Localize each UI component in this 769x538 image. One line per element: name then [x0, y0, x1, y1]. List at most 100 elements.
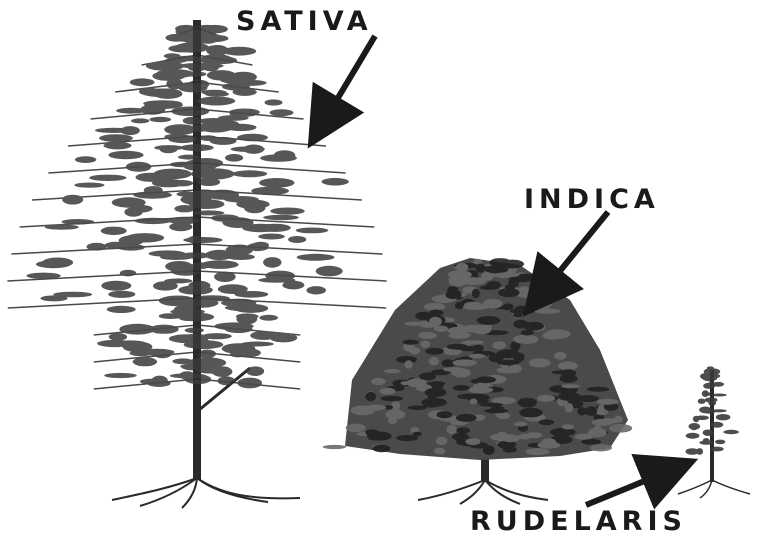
rudelaris-leaf [715, 440, 725, 445]
indica-leaf [481, 272, 494, 281]
indica-leaf [502, 303, 513, 310]
sativa-leaf [225, 124, 256, 131]
sativa-leaf [185, 328, 204, 334]
indica-leaf [561, 384, 580, 388]
indica-label: INDICA [524, 186, 660, 213]
sativa-leaf [181, 252, 210, 258]
indica-leaf [436, 437, 447, 445]
rudelaris-leaf [716, 414, 731, 420]
indica-leaf [481, 266, 501, 270]
sativa-leaf [152, 71, 185, 81]
indica-leaf [424, 303, 445, 311]
sativa-leaf [212, 366, 233, 377]
indica-leaf [492, 341, 506, 349]
indica-leaf [480, 285, 499, 290]
sativa-leaf [149, 250, 186, 256]
sativa-leaf [180, 144, 213, 151]
rudelaris-leaf [710, 374, 720, 378]
indica-tree-icon [323, 258, 633, 504]
indica-leaf [375, 405, 386, 409]
indica-leaf [429, 357, 439, 366]
sativa-leaf [233, 88, 257, 96]
indica-leaf [472, 325, 491, 334]
indica-leaf [323, 445, 347, 449]
indica-leaf [351, 405, 375, 415]
sativa-leaf [288, 236, 306, 243]
sativa-leaf [101, 281, 131, 291]
sativa-tree-icon [7, 20, 386, 508]
sativa-leaf [154, 145, 183, 150]
sativa-leaf [193, 210, 225, 215]
indica-leaf [456, 414, 477, 422]
sativa-leaf [108, 291, 135, 298]
sativa-leaf [169, 222, 192, 231]
sativa-leaf [235, 80, 267, 86]
indica-leaf [421, 398, 447, 407]
indica-leaf [420, 341, 430, 348]
indica-leaf [403, 340, 419, 345]
rudelaris-leaf [707, 382, 716, 389]
sativa-leaf [270, 208, 304, 215]
sativa-leaf [104, 373, 137, 378]
indica-leaf [462, 340, 484, 344]
indica-leaf [561, 369, 576, 378]
indica-leaf [521, 330, 534, 336]
sativa-leaf [246, 366, 264, 376]
sativa-leaf [133, 357, 157, 366]
sativa-leaf [154, 169, 192, 180]
rudelaris-label: RUDELARIS [470, 508, 687, 535]
sativa-leaf [265, 99, 283, 105]
sativa-leaf [201, 260, 238, 269]
rudelaris-leaf [703, 409, 716, 414]
sativa-leaf [202, 61, 220, 71]
indica-leaf [413, 432, 422, 437]
rudelaris-leaf [686, 433, 700, 439]
sativa-leaf [45, 225, 79, 230]
indica-leaf [565, 403, 574, 413]
sativa-leaf [250, 331, 277, 340]
indica-leaf [453, 359, 477, 366]
sativa-leaf [109, 333, 127, 341]
sativa-roots [112, 478, 300, 508]
indica-leaf [379, 388, 395, 395]
sativa-leaf [189, 80, 209, 89]
rudelaris-roots [678, 480, 750, 498]
indica-leaf [466, 394, 490, 402]
indica-leaf [472, 289, 480, 299]
indica-leaf [463, 305, 488, 310]
rudelaris-leaf [698, 399, 706, 404]
indica-leaf [429, 317, 442, 326]
indica-leaf [405, 360, 413, 368]
indica-leaf [596, 399, 618, 405]
rudelaris-leaf [710, 447, 724, 452]
indica-leaf [542, 438, 556, 444]
indica-leaf [455, 302, 464, 309]
sativa-leaf [184, 45, 209, 51]
sativa-leaf [130, 350, 153, 356]
indica-leaf [367, 432, 392, 441]
rudelaris-leaf [696, 448, 703, 455]
indica-leaf [429, 310, 444, 317]
sativa-leaf [231, 146, 265, 152]
sativa-leaf [62, 195, 83, 205]
sativa-leaf [232, 170, 267, 177]
indica-leaf [465, 438, 480, 445]
indica-leaf [391, 401, 400, 410]
sativa-leaf [225, 305, 262, 311]
sativa-leaf [104, 142, 132, 150]
sativa-leaf [263, 215, 299, 220]
sativa-leaf [153, 281, 178, 290]
indica-leaf [575, 434, 593, 440]
sativa-leaf [130, 78, 155, 86]
sativa-leaf [149, 117, 171, 122]
sativa-leaf [178, 285, 212, 295]
indica-leaf [510, 364, 522, 373]
indica-leaf [447, 327, 468, 334]
sativa-leaf [258, 224, 291, 232]
rudelaris-leaf [723, 430, 739, 434]
sativa-leaf [316, 266, 343, 277]
sativa-arrow-icon [320, 36, 375, 128]
sativa-leaf [153, 89, 182, 99]
sativa-label: SATIVA [236, 8, 373, 35]
